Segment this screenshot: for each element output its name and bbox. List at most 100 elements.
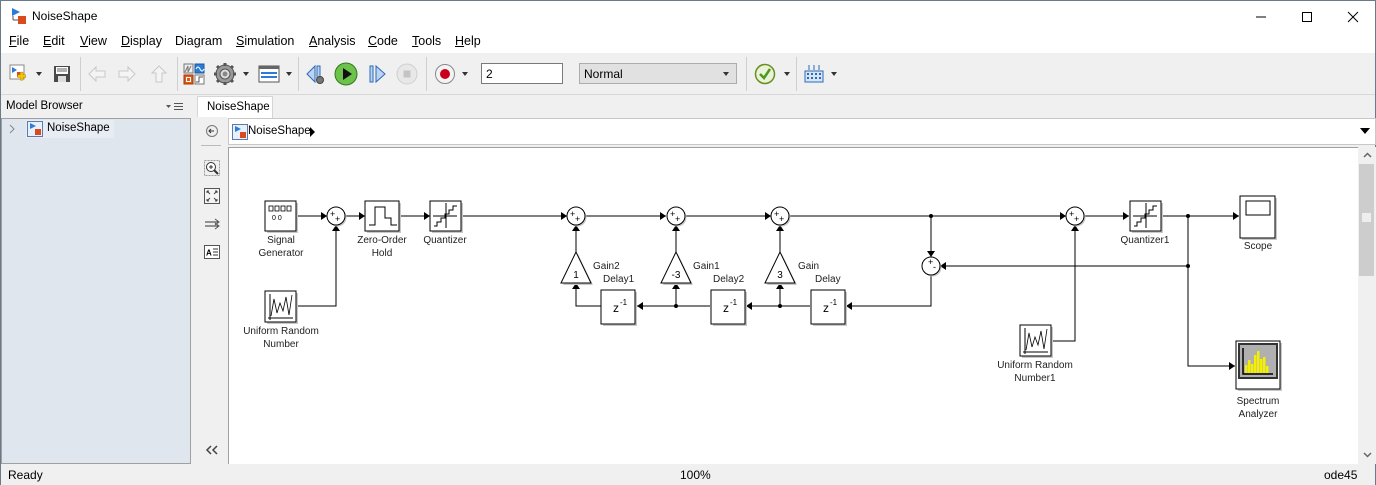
zoom-button[interactable] [202, 158, 222, 178]
spectrum-bar [1263, 357, 1266, 373]
delay2-block[interactable]: z-1 [710, 289, 747, 326]
delay-exponent: -1 [730, 298, 738, 307]
menu-edit[interactable]: Edit [43, 34, 65, 48]
stop-button[interactable] [395, 61, 419, 87]
block-label: Delay2 [713, 274, 745, 285]
minimize-button[interactable] [1238, 1, 1284, 32]
arrowhead-icon [927, 251, 935, 257]
sum-input-block[interactable]: ++ [326, 206, 347, 227]
close-button[interactable] [1330, 1, 1376, 32]
sum-1-block[interactable]: ++ [566, 206, 587, 227]
stop-time-input[interactable] [481, 63, 563, 84]
run-button[interactable] [333, 61, 359, 87]
build-dropdown[interactable] [829, 61, 839, 87]
scope-block[interactable] [1239, 195, 1277, 240]
sig-gen-icon [274, 205, 280, 212]
model-advisor-button[interactable] [753, 61, 777, 87]
sum-out-block[interactable]: ++ [1065, 206, 1086, 227]
model-explorer-button[interactable] [257, 61, 281, 87]
annotation-button[interactable]: A [202, 242, 222, 262]
spectrum-analyzer-block[interactable] [1235, 340, 1282, 391]
signal-line[interactable] [846, 275, 932, 307]
model-advisor-dropdown[interactable] [782, 61, 792, 87]
menu-code[interactable]: Code [368, 34, 398, 48]
gain-block[interactable]: 3 [764, 250, 797, 285]
signal-line[interactable] [1051, 225, 1076, 342]
scroll-up-icon[interactable] [1363, 152, 1372, 158]
model-explorer-dropdown[interactable] [284, 61, 294, 87]
hide-explorer-bar-button[interactable] [202, 121, 222, 141]
maximize-button[interactable] [1284, 1, 1330, 32]
solver-name[interactable]: ode45 [1324, 468, 1358, 482]
block-label: Number1 [1014, 373, 1056, 384]
tree-item-noiseshape[interactable]: NoiseShape [26, 120, 114, 138]
vertical-scrollbar[interactable] [1358, 147, 1376, 464]
sum-error-block[interactable]: +- [921, 256, 942, 277]
palette-toolbar: A [197, 117, 227, 464]
panel-menu-icon[interactable] [166, 102, 184, 111]
scroll-thumb[interactable] [1359, 164, 1374, 276]
gain1-block[interactable]: -3 [660, 250, 693, 285]
arrowhead-icon [1229, 362, 1235, 370]
chevron-right-icon[interactable] [310, 127, 316, 137]
signal-line[interactable] [575, 283, 601, 307]
zero-order-hold-block[interactable] [364, 200, 401, 233]
collapse-palette-button[interactable] [202, 440, 222, 460]
model-settings-dropdown[interactable] [241, 61, 251, 87]
quantizer1-block[interactable] [1129, 200, 1163, 233]
menu-help[interactable]: Help [455, 34, 481, 48]
menu-display[interactable]: Display [121, 34, 162, 48]
block-label: Delay1 [603, 274, 635, 285]
sig-gen-icon: 0 0 [272, 215, 282, 222]
menu-file[interactable]: File [9, 34, 30, 48]
menu-simulation[interactable]: Simulation [236, 34, 295, 48]
library-browser-button[interactable] [182, 61, 206, 87]
block-body [710, 289, 746, 325]
signal-line[interactable] [297, 225, 337, 307]
menu-tools[interactable]: Tools [412, 34, 442, 48]
delay-block[interactable]: z-1 [810, 289, 847, 326]
breadcrumb-item[interactable]: NoiseShape [248, 125, 311, 137]
sum-2-block[interactable]: ++ [666, 206, 687, 227]
step-back-button[interactable] [304, 61, 328, 87]
up-button[interactable] [148, 61, 170, 87]
new-model-dropdown[interactable] [34, 61, 44, 87]
sign-label: + [570, 209, 575, 219]
signal-line[interactable] [1187, 266, 1235, 367]
quantizer-block[interactable] [429, 200, 463, 233]
forward-button[interactable] [116, 61, 138, 87]
block-label: Analyzer [1239, 409, 1279, 420]
sum-3-block[interactable]: ++ [770, 206, 791, 227]
chevron-right-icon[interactable] [9, 124, 16, 134]
fit-to-view-button[interactable] [202, 186, 222, 206]
arrowhead-icon [1071, 225, 1079, 231]
uniform-random-number-block[interactable] [264, 290, 298, 324]
menu-analysis[interactable]: Analysis [309, 34, 356, 48]
gain2-block[interactable]: 1 [560, 250, 593, 285]
back-button[interactable] [86, 61, 108, 87]
save-button[interactable] [50, 61, 74, 87]
route-lines-button[interactable] [202, 214, 222, 234]
uniform-random-number1-block[interactable] [1019, 324, 1053, 358]
tab-noiseshape[interactable]: NoiseShape [197, 96, 273, 118]
new-model-button[interactable] [7, 61, 31, 87]
model-settings-button[interactable] [212, 61, 238, 87]
build-button[interactable] [802, 61, 826, 87]
step-forward-button[interactable] [365, 61, 389, 87]
record-dropdown[interactable] [460, 61, 470, 87]
delay1-block[interactable]: z-1 [600, 289, 637, 326]
signal-generator-block[interactable]: 0 0 [264, 200, 298, 233]
block-label: Zero-Order [357, 235, 407, 246]
menu-diagram[interactable]: Diagram [175, 34, 223, 48]
block-label: Uniform Random [997, 360, 1073, 371]
simulation-mode-select[interactable]: Normal [579, 63, 737, 84]
chevron-down-icon[interactable] [1360, 128, 1370, 134]
record-button[interactable] [433, 61, 457, 87]
menu-view[interactable]: View [80, 34, 107, 48]
editor-tabs: NoiseShape [197, 96, 1376, 118]
scroll-down-icon[interactable] [1363, 452, 1372, 458]
menu-bar: File Edit View Display Diagram Simulatio… [1, 32, 1375, 53]
